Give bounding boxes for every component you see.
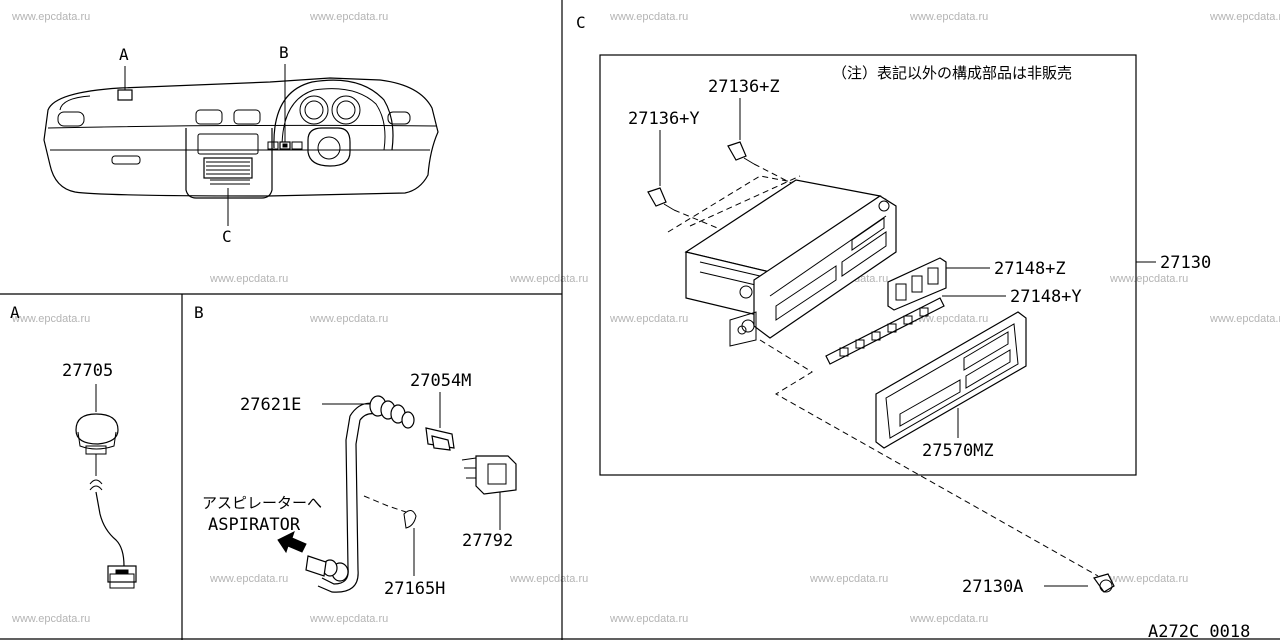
watermark: www.epcdata.ru xyxy=(509,273,588,285)
panel-b-title: B xyxy=(194,303,204,322)
callout-c-label: C xyxy=(222,227,232,246)
panel-a: A 27705 xyxy=(10,303,137,589)
diagram-id: A272C 0018 xyxy=(1148,622,1250,640)
watermark: www.epcdata.ru xyxy=(909,11,988,23)
watermark: www.epcdata.ru xyxy=(209,273,288,285)
watermark: www.epcdata.ru xyxy=(309,11,388,23)
part-label-27621E: 27621E xyxy=(240,395,301,415)
panel-b: B 27621E 27054M 27792 27165H アスピレーターへ AS… xyxy=(194,303,517,599)
watermark: www.epcdata.ru xyxy=(909,613,988,625)
watermark: www.epcdata.ru xyxy=(209,573,288,585)
watermark: www.epcdata.ru xyxy=(909,313,988,325)
part-label-27130a: 27130A xyxy=(962,577,1023,597)
part-label-27148-y: 27148+Y xyxy=(1010,287,1082,307)
watermark: www.epcdata.ru xyxy=(11,313,90,325)
part-label-27136-y: 27136+Y xyxy=(628,109,700,129)
part-label-27136-z: 27136+Z xyxy=(708,77,780,97)
part-label-27130: 27130 xyxy=(1160,253,1211,273)
watermark: www.epcdata.ru xyxy=(11,11,90,23)
watermark: www.epcdata.ru xyxy=(309,313,388,325)
part-label-27165H: 27165H xyxy=(384,579,445,599)
watermark: www.epcdata.ru xyxy=(609,613,688,625)
watermark: www.epcdata.ru xyxy=(809,573,888,585)
panel-a-title: A xyxy=(10,303,20,322)
panel-c-title: C xyxy=(576,13,586,32)
dashboard-overview: A B C xyxy=(43,43,439,246)
watermark-layer: www.epcdata.ru www.epcdata.ru www.epcdat… xyxy=(11,11,1280,625)
watermark: www.epcdata.ru xyxy=(1109,273,1188,285)
part-label-27570mz: 27570MZ xyxy=(922,441,994,461)
aspirator-en-label: ASPIRATOR xyxy=(208,515,301,535)
callout-a-label: A xyxy=(119,45,129,64)
part-label-27148-z: 27148+Z xyxy=(994,259,1066,279)
panel-c: C （注）表記以外の構成部品は非販売 27136+Z 27136+Y 27130… xyxy=(576,13,1211,597)
watermark: www.epcdata.ru xyxy=(1209,313,1280,325)
part-label-27792: 27792 xyxy=(462,531,513,551)
part-label-27705: 27705 xyxy=(62,361,113,381)
watermark: www.epcdata.ru xyxy=(1209,11,1280,23)
watermark: www.epcdata.ru xyxy=(609,313,688,325)
panel-c-note: （注）表記以外の構成部品は非販売 xyxy=(832,64,1072,82)
watermark: www.epcdata.ru xyxy=(11,613,90,625)
part-label-27054M: 27054M xyxy=(410,371,471,391)
watermark: www.epcdata.ru xyxy=(609,11,688,23)
aspirator-jp-label: アスピレーターへ xyxy=(202,494,322,512)
callout-b-label: B xyxy=(279,43,289,62)
watermark: www.epcdata.ru xyxy=(309,613,388,625)
watermark: www.epcdata.ru xyxy=(509,573,588,585)
watermark: www.epcdata.ru xyxy=(1109,573,1188,585)
